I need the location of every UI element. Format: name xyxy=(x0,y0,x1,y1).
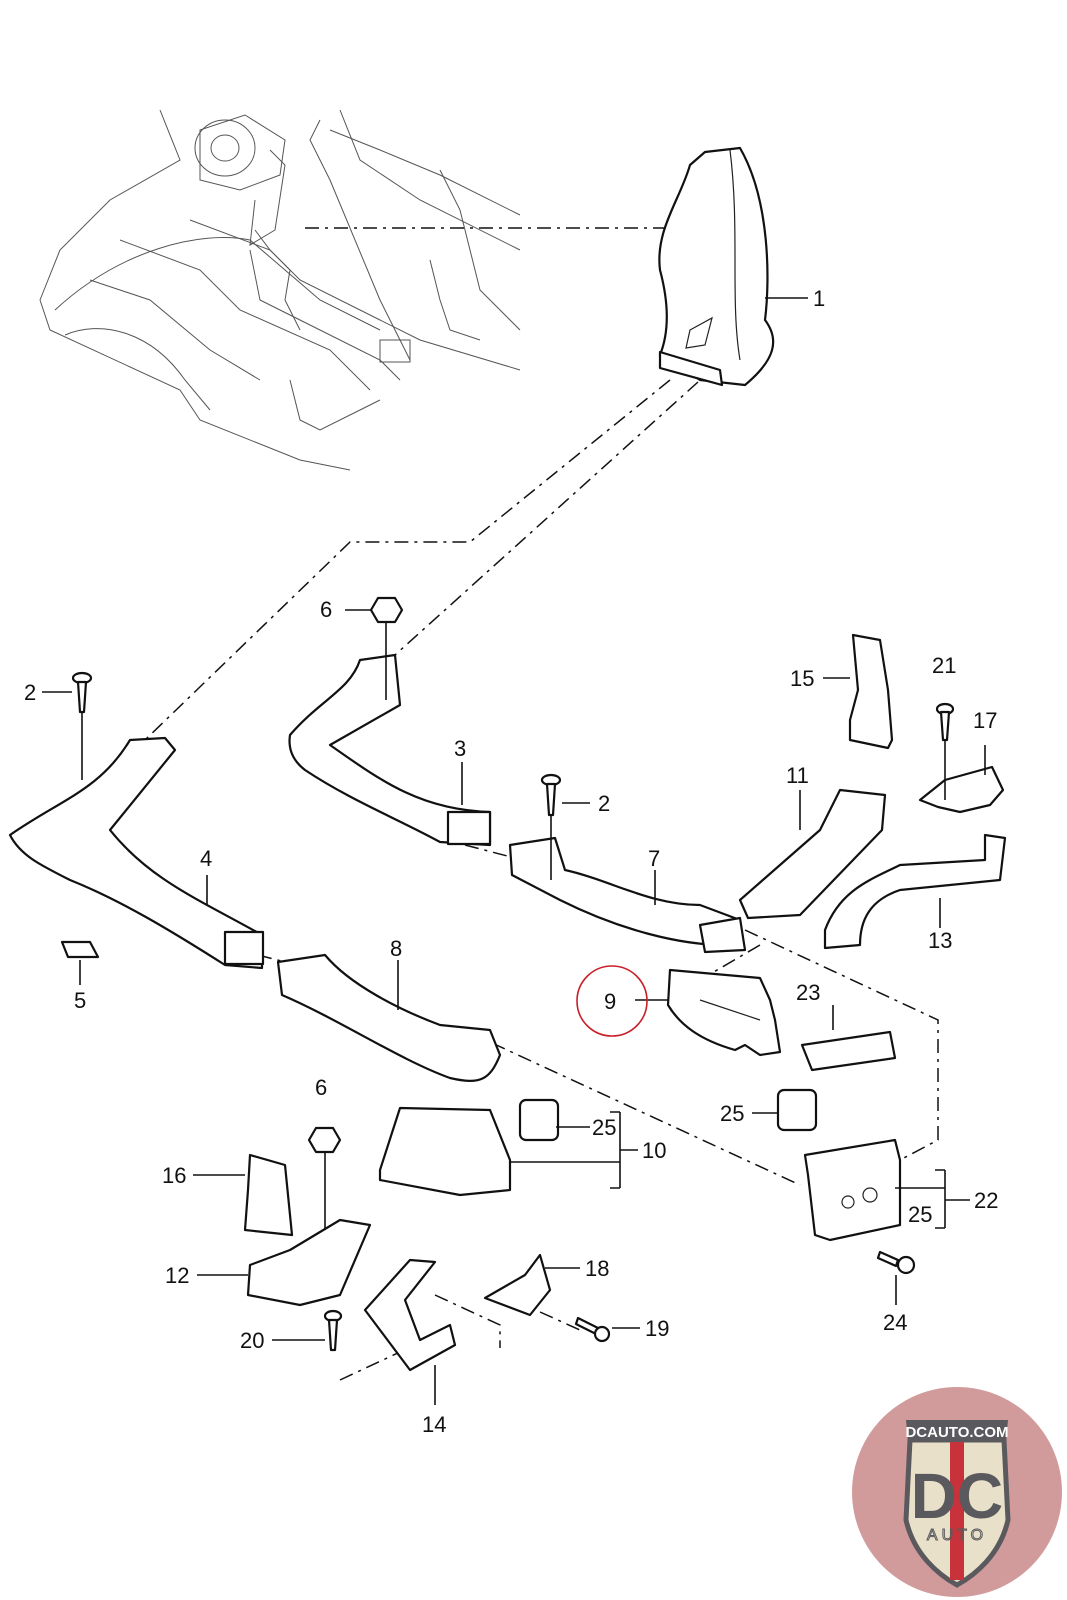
label-11: 11 xyxy=(786,763,809,788)
clip-5 xyxy=(60,940,100,959)
part-18-bracket xyxy=(483,1253,552,1317)
part-10-distributor xyxy=(378,1106,512,1197)
label-10: 10 xyxy=(642,1138,666,1163)
logo-stripe xyxy=(950,1440,964,1580)
actuator-25-left xyxy=(518,1098,560,1142)
screw-20 xyxy=(323,1309,343,1352)
part-12-duct xyxy=(246,1218,372,1307)
logo-banner xyxy=(906,1420,1008,1442)
part-13-duct xyxy=(823,833,1007,950)
part-14-duct xyxy=(363,1258,457,1372)
actuator-25-right xyxy=(776,1088,818,1132)
label-4: 4 xyxy=(200,846,212,871)
part-4-left-floor-duct xyxy=(8,736,265,970)
part-8-lower-duct xyxy=(276,953,502,1082)
label-1: 1 xyxy=(813,286,825,311)
label-25-right: 25 xyxy=(720,1101,744,1126)
label-25-housing: 25 xyxy=(908,1202,932,1227)
logo-top-text: DCAUTO.COM xyxy=(905,1424,1008,1441)
label-23: 23 xyxy=(796,980,820,1005)
bolt-24 xyxy=(876,1250,916,1275)
nut-6-upper xyxy=(369,596,404,700)
label-21: 21 xyxy=(932,653,956,678)
label-8: 8 xyxy=(390,936,402,961)
part-11-duct xyxy=(738,788,887,920)
part-9-outlet-duct xyxy=(666,968,782,1057)
part-15-vent xyxy=(848,633,894,750)
label-2-center: 2 xyxy=(598,791,610,816)
logo-sub-text: AUTO xyxy=(927,1527,987,1544)
label-7: 7 xyxy=(648,846,660,871)
logo-main-text: DC xyxy=(911,1460,1003,1532)
label-19: 19 xyxy=(645,1316,669,1341)
dcauto-watermark-logo: DCAUTO.COM DC AUTO xyxy=(852,1387,1062,1597)
label-15: 15 xyxy=(790,666,814,691)
part-labels: 1 2 2 3 4 5 6 6 7 8 9 10 11 12 13 14 15 … xyxy=(24,286,998,1437)
bolt-19 xyxy=(574,1316,611,1343)
label-20: 20 xyxy=(240,1328,264,1353)
part-17-bracket xyxy=(918,765,1005,814)
label-6-lower: 6 xyxy=(315,1075,327,1100)
part-23-grille xyxy=(800,1030,897,1072)
label-9: 9 xyxy=(604,989,616,1014)
label-18: 18 xyxy=(585,1256,609,1281)
label-16: 16 xyxy=(162,1163,186,1188)
nut-6-lower xyxy=(307,1126,342,1250)
label-5: 5 xyxy=(74,988,86,1013)
screw-2-center xyxy=(540,773,562,880)
label-25-left: 25 xyxy=(592,1115,616,1140)
part-16-vent xyxy=(243,1153,294,1237)
part-1-vertical-duct xyxy=(658,146,775,387)
leader-lines xyxy=(42,297,986,1405)
blower-unit-sketch xyxy=(194,114,286,246)
screw-21 xyxy=(935,702,955,800)
label-6-upper: 6 xyxy=(320,597,332,622)
part-22-vent-housing xyxy=(803,1138,902,1242)
label-3: 3 xyxy=(454,736,466,761)
label-12: 12 xyxy=(165,1263,189,1288)
fasteners xyxy=(60,596,955,1352)
vehicle-overview xyxy=(39,109,521,471)
label-13: 13 xyxy=(928,928,952,953)
label-17: 17 xyxy=(973,708,997,733)
screw-2-left xyxy=(71,671,93,780)
label-2-left: 2 xyxy=(24,680,36,705)
label-22: 22 xyxy=(974,1188,998,1213)
label-24: 24 xyxy=(883,1310,907,1335)
label-14: 14 xyxy=(422,1412,446,1437)
highlight-circle-part-9 xyxy=(576,965,648,1037)
part-7-center-duct xyxy=(508,836,747,954)
part-3-middle-upper-duct xyxy=(288,653,492,847)
